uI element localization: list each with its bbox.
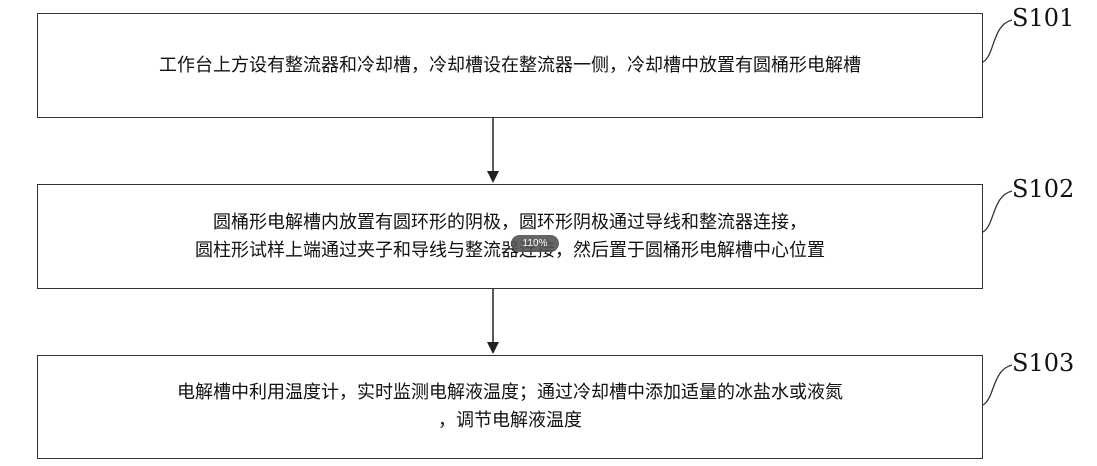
step-label-s101: S101 [1012,4,1075,32]
step-label-s102: S102 [1012,175,1075,203]
leader-s101 [982,19,1013,63]
step-label-s103: S103 [1012,349,1075,377]
step-text-line: 圆桶形电解槽内放置有圆环形的阴极，圆环形阴极通过导线和整流器连接， [213,211,807,233]
zoom-level-badge: 110% [511,235,559,252]
arrow-s101-s102 [487,118,499,183]
leader-s103 [982,364,1013,406]
step-text-line: ，调节电解液温度 [438,410,582,431]
step-text-line: 电解槽中利用温度计，实时监测电解液温度；通过冷却槽中添加适量的冰盐水或液氮 [177,382,843,403]
leader-s102 [982,190,1013,233]
step-box-s103: 电解槽中利用温度计，实时监测电解液温度；通过冷却槽中添加适量的冰盐水或液氮 ，调… [37,355,983,459]
step-text-line: 圆柱形试样上端通过夹子和导线与整流器连接，然后置于圆桶形电解槽中心位置 [195,239,825,261]
step-text-line: 工作台上方设有整流器和冷却槽，冷却槽设在整流器一侧，冷却槽中放置有圆桶形电解槽 [159,54,861,76]
arrow-s102-s103 [487,289,499,354]
step-box-s102: 圆桶形电解槽内放置有圆环形的阴极，圆环形阴极通过导线和整流器连接， 圆柱形试样上… [37,184,983,289]
step-box-s101: 工作台上方设有整流器和冷却槽，冷却槽设在整流器一侧，冷却槽中放置有圆桶形电解槽 [37,13,983,118]
